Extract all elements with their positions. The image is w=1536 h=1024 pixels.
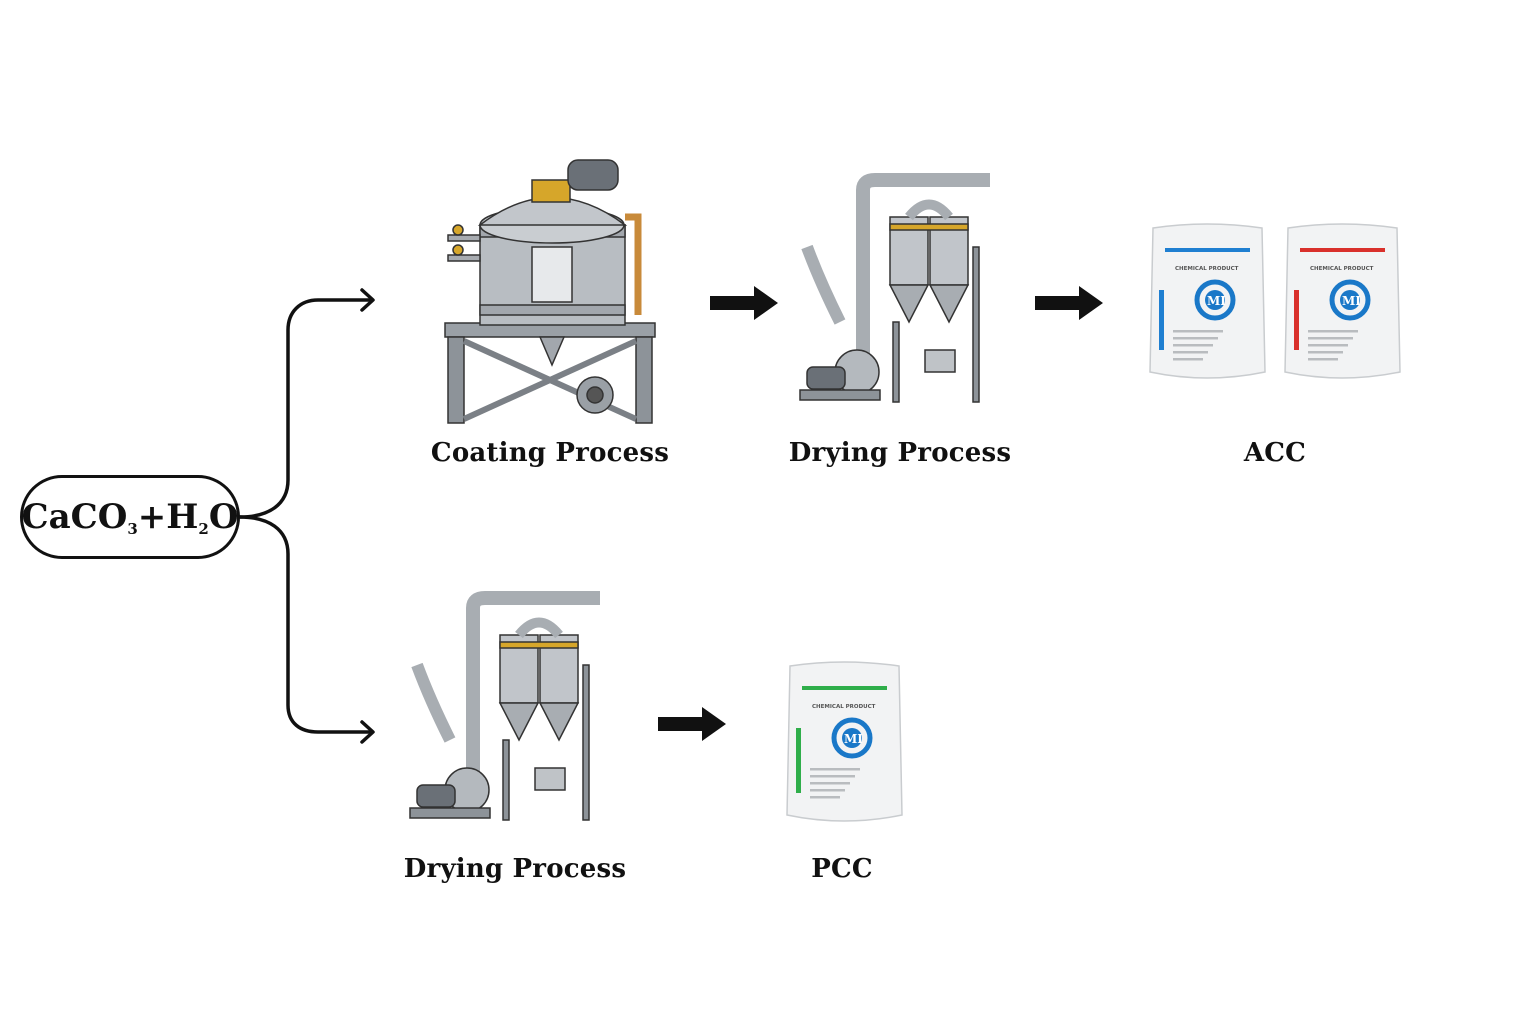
compound-h2o: H2O xyxy=(166,497,239,538)
label-coating-process: Coating Process xyxy=(430,438,670,468)
bag-logo-text: MI xyxy=(1207,294,1226,308)
label-drying-process-top: Drying Process xyxy=(788,438,1012,468)
plus-sign: + xyxy=(137,497,167,537)
product-bag-acc-blue: CHEMICAL PRODUCT MI xyxy=(1149,223,1266,379)
drying-unit-icon-top xyxy=(799,173,990,403)
bag-logo-text: MI xyxy=(844,732,863,746)
arrow-right-icon-2 xyxy=(1035,286,1103,320)
bag-heading-text: CHEMICAL PRODUCT xyxy=(812,704,876,710)
drying-unit-icon-bottom xyxy=(409,591,600,821)
coating-reactor-icon xyxy=(444,159,656,424)
bag-logo-text: MI xyxy=(1342,294,1361,308)
caco3-base: CaCO xyxy=(21,497,128,537)
caco3-subscript: 3 xyxy=(127,520,138,538)
label-pcc: PCC xyxy=(811,854,873,884)
input-node: CaCO3+H2O xyxy=(20,475,240,559)
arrow-right-icon-1 xyxy=(710,286,778,320)
compound-caco3: CaCO3 xyxy=(21,497,138,538)
product-bag-pcc-green: CHEMICAL PRODUCT MI xyxy=(786,661,903,822)
bag-heading-text: CHEMICAL PRODUCT xyxy=(1175,266,1239,272)
arrow-right-icon-3 xyxy=(658,707,726,741)
label-drying-process-bottom: Drying Process xyxy=(403,854,627,884)
product-bag-acc-red: CHEMICAL PRODUCT MI xyxy=(1284,223,1401,379)
h2o-subscript: 2 xyxy=(198,520,209,538)
label-acc: ACC xyxy=(1243,438,1307,468)
bag-heading-text: CHEMICAL PRODUCT xyxy=(1310,266,1374,272)
h2o-h: H xyxy=(166,497,199,537)
h2o-o: O xyxy=(208,497,239,537)
